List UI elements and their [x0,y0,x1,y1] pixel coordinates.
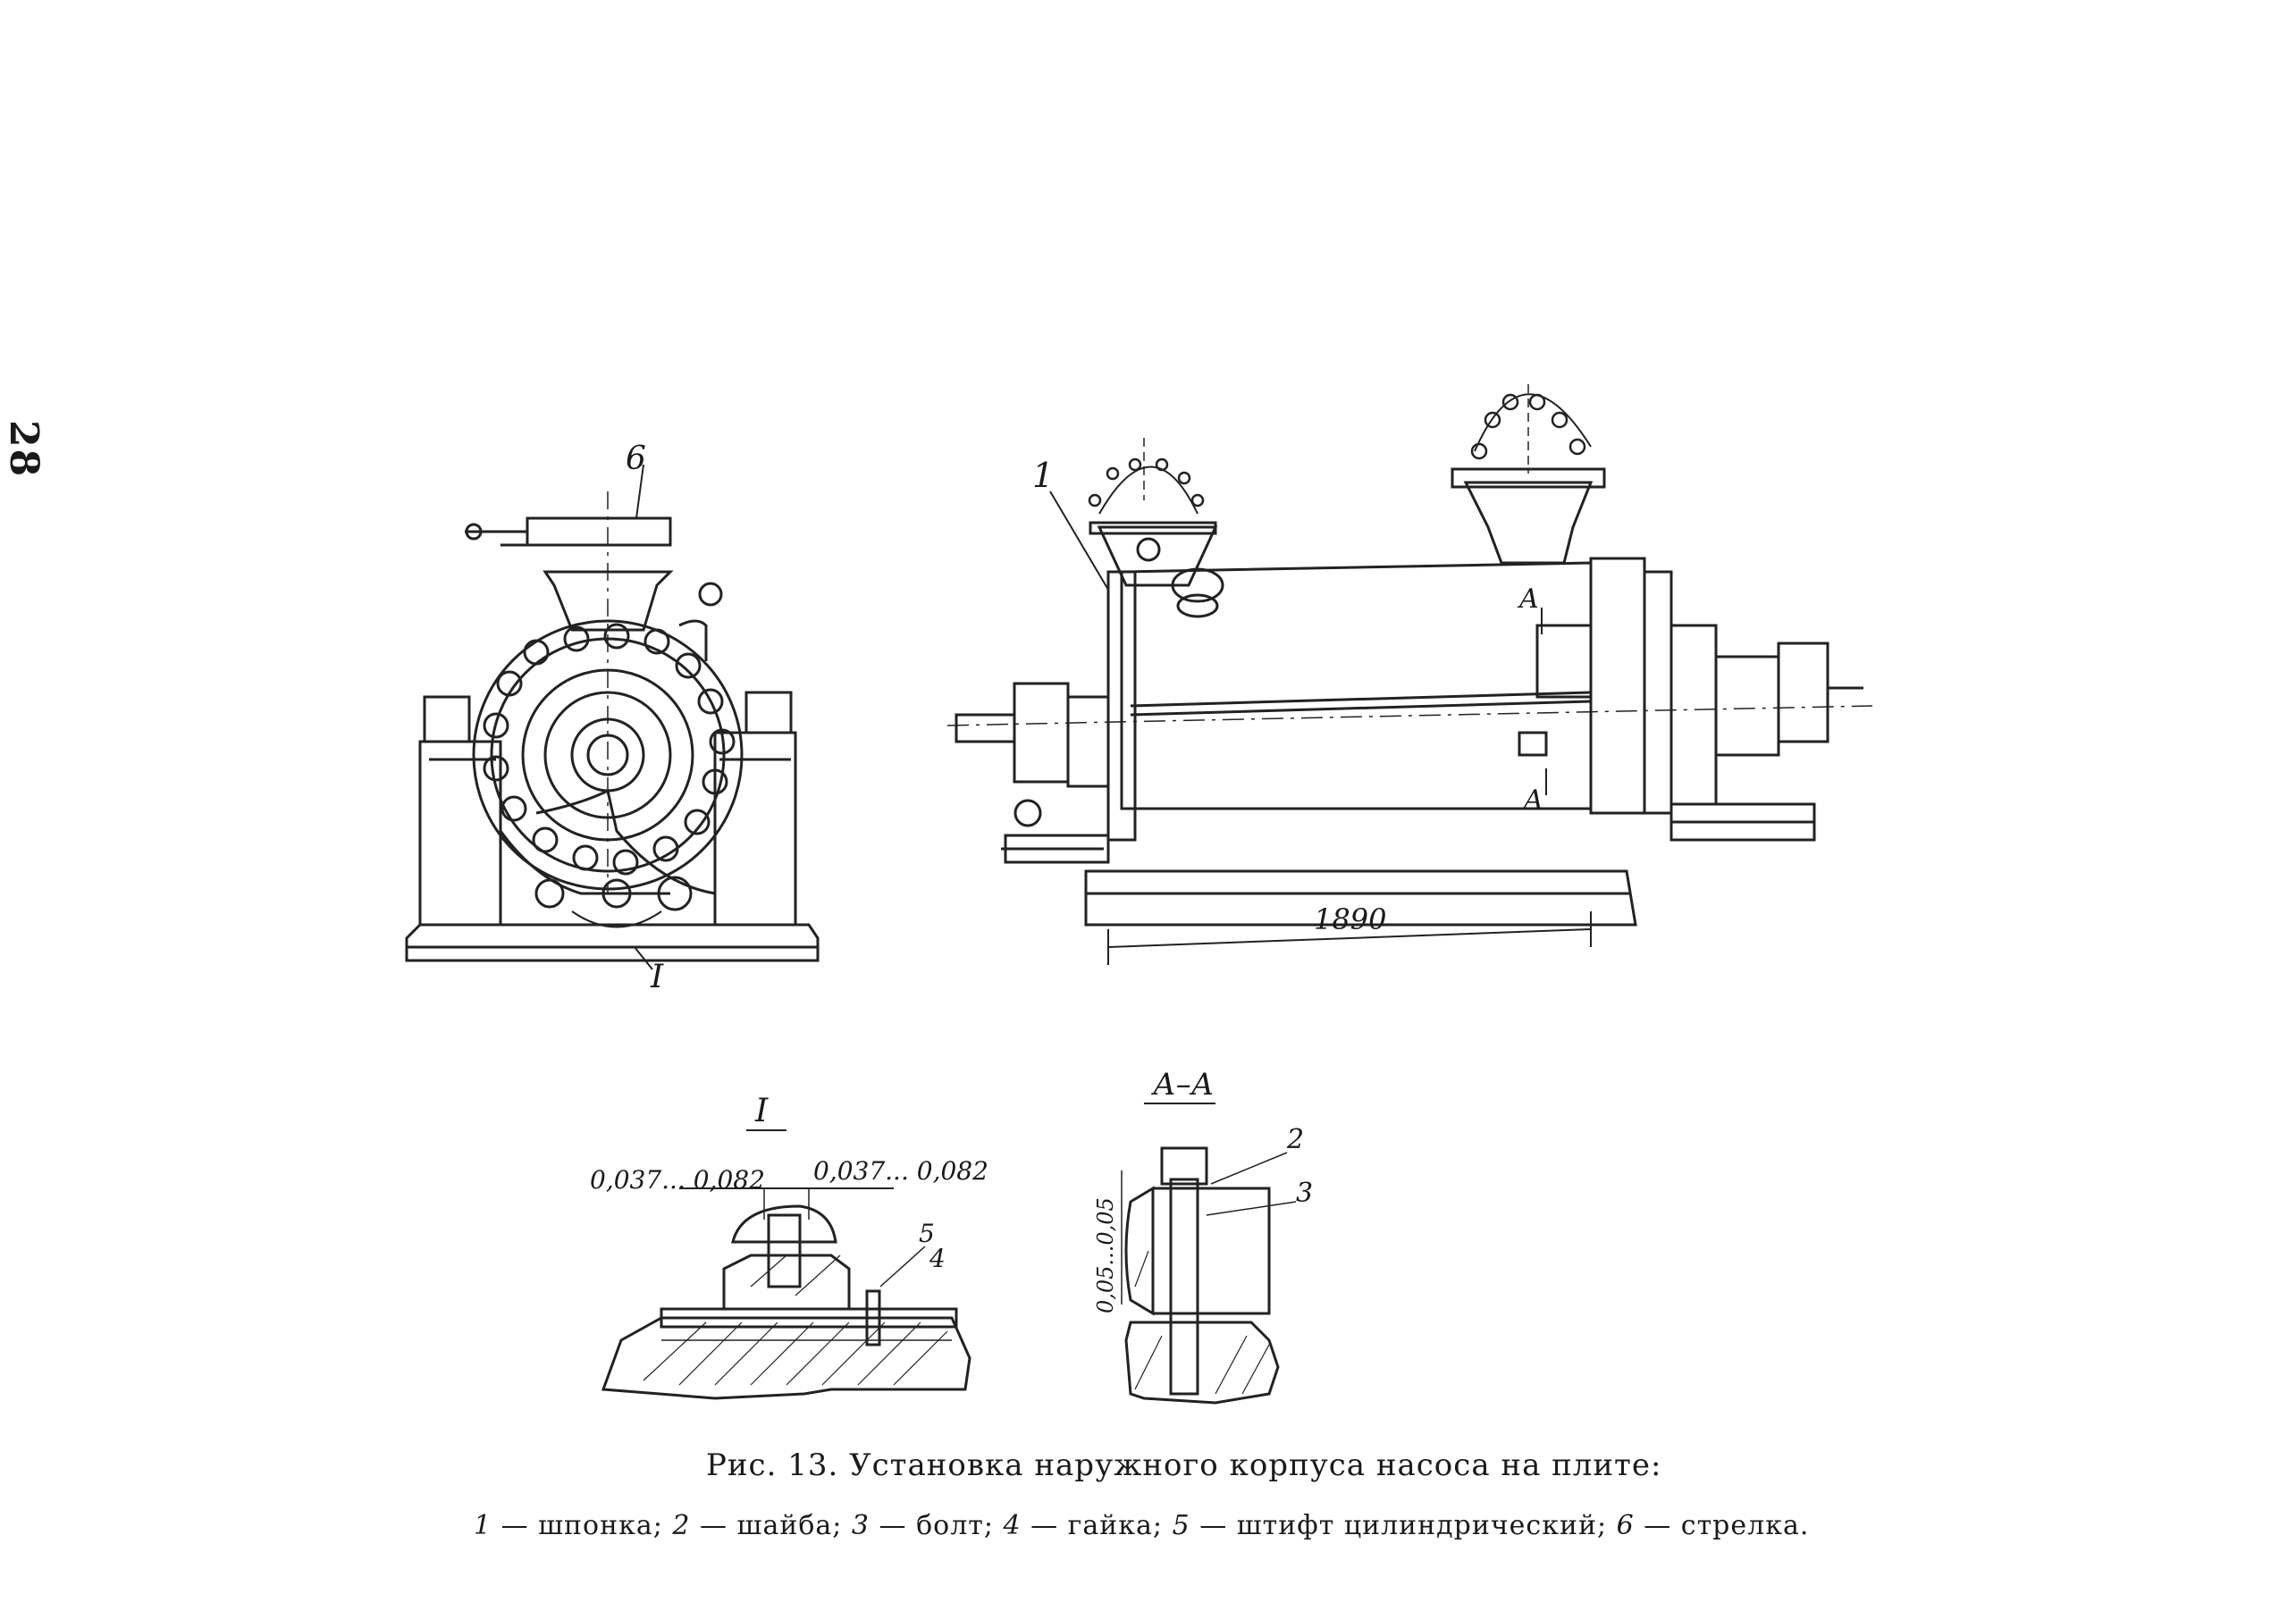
section-aa-bolt-3: 3 [1296,1178,1313,1209]
legend-num-4: 4 [1003,1510,1022,1541]
detail-i-title: I [754,1093,769,1129]
detail-i [601,1129,971,1400]
callout-1: 1 [1032,456,1054,495]
side-view [946,384,1873,965]
legend-num-5: 5 [1172,1510,1190,1541]
section-a-a [1121,1103,1297,1405]
legend-text-5: — штифт цилиндрический; [1190,1510,1617,1541]
detail-i-nut-4: 4 [929,1244,946,1273]
detail-i-pin-5: 5 [919,1219,935,1248]
figure-caption-title: Рис. 13. Установка наружного корпуса нас… [706,1447,1662,1483]
legend-text-6: — стрелка. [1634,1510,1810,1541]
legend-text-1: — шпонка; [492,1510,673,1541]
legend-text-3: — болт; [870,1510,1004,1541]
detail-i-tol-right: 0,037... 0,082 [813,1156,988,1186]
detail-i-tol-left: 0,037... 0,082 [590,1165,765,1195]
legend-text-4: — гайка; [1021,1510,1173,1541]
legend-num-1: 1 [474,1510,492,1541]
dimension-1890: 1890 [1314,902,1386,936]
section-a-top: A [1517,583,1539,615]
callout-6: 6 [626,440,646,477]
legend-num-2: 2 [672,1510,691,1541]
figure-caption-legend: 1 — шпонка; 2 — шайба; 3 — болт; 4 — гай… [474,1510,1809,1541]
front-view [405,464,820,970]
section-aa-washer-2: 2 [1286,1124,1304,1155]
section-aa-title: А–А [1151,1067,1215,1103]
section-a-bottom: A [1521,784,1543,816]
section-aa-gap: 0,05...0,05 [1093,1197,1118,1313]
legend-num-3: 3 [851,1510,870,1541]
legend-num-6: 6 [1616,1510,1635,1541]
callout-detail-i: I [650,959,664,995]
legend-text-2: — шайба; [690,1510,852,1541]
